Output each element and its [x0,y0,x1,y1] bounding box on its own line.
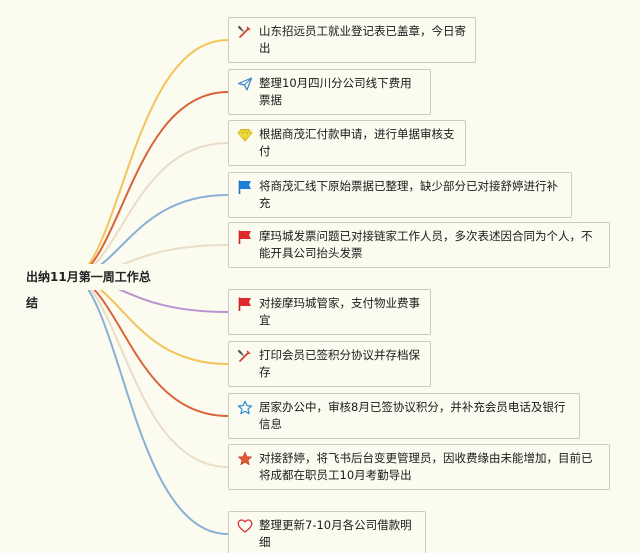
task-text: 将商茂汇线下原始票据已整理，缺少部分已对接舒婷进行补充 [259,179,558,210]
star-filled-icon [237,451,253,467]
task-text: 对接舒婷，将飞书后台变更管理员，因收费缘由未能增加，目前已将成都在职员工10月考… [259,451,593,482]
heart-outline-icon [237,518,253,534]
branch-line-2 [77,91,229,278]
branch-line-1 [77,39,229,278]
task-card-7[interactable]: 打印会员已签积分协议并存档保存 [228,341,431,387]
task-card-8[interactable]: 居家办公中，审核8月已签协议积分，并补充会员电话及银行信息 [228,393,580,439]
red-flag-icon [237,296,253,312]
task-card-4[interactable]: 将商茂汇线下原始票据已整理，缺少部分已对接舒婷进行补充 [228,172,572,218]
branch-line-3 [77,142,229,278]
red-flag-icon [237,229,253,245]
task-card-2[interactable]: 整理10月四川分公司线下费用票据 [228,69,431,115]
star-outline-icon [237,400,253,416]
branch-line-9 [77,276,229,468]
wrench-tool-icon [237,24,253,40]
task-card-1[interactable]: 山东招远员工就业登记表已盖章，今日寄出 [228,17,476,63]
task-text: 摩玛城发票问题已对接链家工作人员，多次表述因合同为个人，不能开具公司抬头发票 [259,229,593,260]
task-card-5[interactable]: 摩玛城发票问题已对接链家工作人员，多次表述因合同为个人，不能开具公司抬头发票 [228,222,610,268]
task-card-6[interactable]: 对接摩玛城管家，支付物业费事宜 [228,289,431,335]
task-card-3[interactable]: 根据商茂汇付款申请，进行单据审核支付 [228,120,466,166]
branch-line-7 [77,276,229,365]
branch-line-8 [77,276,229,417]
task-card-10[interactable]: 整理更新7-10月各公司借款明细 [228,511,426,553]
task-text: 整理10月四川分公司线下费用票据 [259,76,412,107]
diamond-icon [237,127,253,143]
task-text: 对接摩玛城管家，支付物业费事宜 [259,296,420,327]
task-text: 打印会员已签积分协议并存档保存 [259,348,420,379]
task-text: 根据商茂汇付款申请，进行单据审核支付 [259,127,455,158]
paper-plane-icon [237,76,253,92]
root-topic-label: 出纳11月第一周工作总结 [26,270,151,310]
task-text: 山东招远员工就业登记表已盖章，今日寄出 [259,24,466,55]
branch-line-10 [77,276,229,535]
task-text: 居家办公中，审核8月已签协议积分，并补充会员电话及银行信息 [259,400,566,431]
root-topic[interactable]: 出纳11月第一周工作总结 [20,264,162,310]
task-text: 整理更新7-10月各公司借款明细 [259,518,412,549]
task-card-9[interactable]: 对接舒婷，将飞书后台变更管理员，因收费缘由未能增加，目前已将成都在职员工10月考… [228,444,610,490]
blue-flag-icon [237,179,253,195]
wrench-tool-icon [237,348,253,364]
